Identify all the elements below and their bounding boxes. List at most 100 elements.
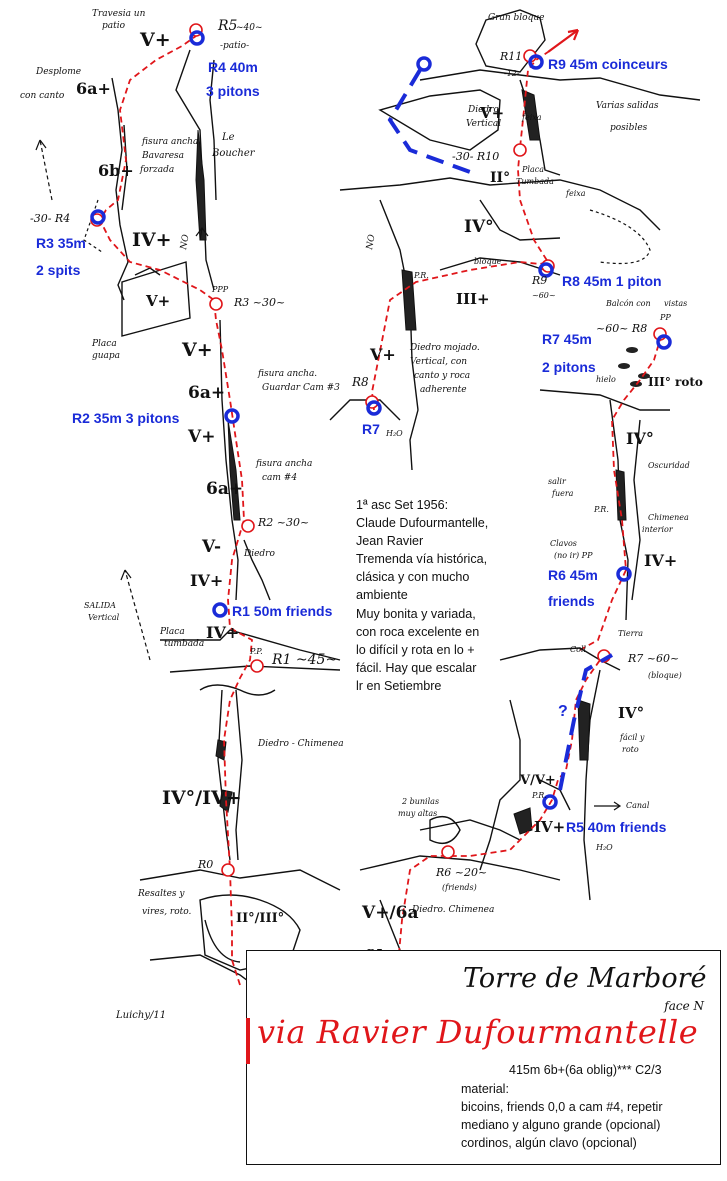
svg-text:6a+: 6a+ <box>206 479 243 499</box>
svg-text:Bavaresa: Bavaresa <box>141 151 184 161</box>
blue-belay-markers-left <box>90 30 240 618</box>
topo-subtitle: face N <box>664 999 704 1013</box>
route-line-mid-right <box>579 329 665 651</box>
svg-text:Travesia un: Travesia un <box>92 9 146 19</box>
grade-labels: V+ 6a+ 6b+ IV+ V+ V+ 6a+ V+ 6a+ V- IV+ I… <box>76 29 703 926</box>
svg-text:6a+: 6a+ <box>188 383 225 403</box>
svg-text:(friends): (friends) <box>442 883 477 892</box>
svg-text:Vertical: Vertical <box>88 613 120 622</box>
svg-text:vires, roto.: vires, roto. <box>142 907 192 917</box>
info-line: 1ª asc Set 1956: <box>356 498 449 512</box>
svg-text:V+: V+ <box>139 29 171 51</box>
svg-text:R4 40m: R4 40m <box>208 59 258 75</box>
svg-text:Oscuridad: Oscuridad <box>648 461 690 470</box>
svg-text:R9 45m coinceurs: R9 45m coinceurs <box>548 56 668 72</box>
blue-belay-labels: R4 40m 3 pitons R3 35m 2 spits R2 35m 3 … <box>36 56 668 993</box>
svg-text:Balcón con: Balcón con <box>605 299 651 308</box>
svg-text:R6 45m: R6 45m <box>548 567 598 583</box>
svg-text:Canal: Canal <box>626 801 650 810</box>
svg-text:Placa: Placa <box>91 339 117 349</box>
svg-text:NO: NO <box>179 233 192 251</box>
info-line: Tremenda vía histórica, <box>356 552 488 567</box>
material-line: material: <box>461 1082 509 1096</box>
svg-text:2 spits: 2 spits <box>36 262 81 278</box>
svg-text:posibles: posibles <box>610 123 648 133</box>
svg-text:P.R.: P.R. <box>413 271 429 280</box>
svg-text:R6 ~20~: R6 ~20~ <box>435 866 487 879</box>
route-grade-line: 415m 6b+(6a oblig)*** C2/3 <box>509 1063 662 1077</box>
svg-text:hielo: hielo <box>596 375 616 384</box>
title-box: Torre de Marboré face N via Ravier Dufou… <box>246 950 721 1165</box>
svg-text:Varias salidas: Varias salidas <box>596 101 659 111</box>
svg-text:Diedro: Diedro <box>467 105 499 115</box>
svg-text:P.P.: P.P. <box>249 647 263 656</box>
material-line: cordinos, algún clavo (opcional) <box>461 1136 637 1150</box>
top-right-rock <box>329 9 701 471</box>
svg-text:bloque: bloque <box>474 257 502 266</box>
svg-text:IV+: IV+ <box>644 551 677 570</box>
svg-text:feixa: feixa <box>521 113 542 122</box>
svg-text:Vertical: Vertical <box>466 119 501 129</box>
svg-text:R2 35m 3 pitons: R2 35m 3 pitons <box>72 410 180 426</box>
svg-text:NO: NO <box>365 233 378 251</box>
svg-text:?: ? <box>558 703 568 720</box>
svg-text:R1 ~45~: R1 ~45~ <box>271 652 337 668</box>
left-panel-rock <box>111 49 341 991</box>
svg-text:-30- R4: -30- R4 <box>30 212 70 225</box>
svg-text:~60~: ~60~ <box>532 291 556 300</box>
svg-text:Gran bloque: Gran bloque <box>488 13 544 23</box>
svg-text:patio: patio <box>102 21 126 31</box>
svg-text:Diedro: Diedro <box>243 549 275 559</box>
svg-text:IV°: IV° <box>618 704 644 722</box>
svg-text:P.R.: P.R. <box>593 505 609 514</box>
info-line: fácil. Hay que escalar <box>356 660 477 675</box>
svg-text:V-: V- <box>201 537 221 557</box>
svg-text:R5 40m friends: R5 40m friends <box>566 819 667 835</box>
svg-text:forzada: forzada <box>139 165 174 175</box>
svg-text:Coll: Coll <box>570 645 586 654</box>
svg-text:II°/III°: II°/III° <box>236 911 284 926</box>
info-line: clásica y con mucho <box>356 570 470 585</box>
svg-text:Resaltes y: Resaltes y <box>137 889 185 899</box>
svg-text:fisura ancha: fisura ancha <box>141 137 198 147</box>
svg-text:V+: V+ <box>479 104 504 122</box>
svg-text:IV+: IV+ <box>206 623 239 642</box>
svg-text:con canto: con canto <box>20 91 65 101</box>
svg-text:R0: R0 <box>197 858 213 871</box>
topo-title: Torre de Marboré <box>463 963 707 994</box>
svg-text:R8: R8 <box>351 375 369 389</box>
svg-text:Diedro. Chimenea: Diedro. Chimenea <box>411 905 494 915</box>
svg-text:Le: Le <box>221 132 235 143</box>
info-line: lo difícil y rota en lo + <box>356 642 475 657</box>
route-line-top-right <box>371 51 550 411</box>
hand-labels: Travesia un patio R5 ~40~ -patio- Desplo… <box>20 9 690 1021</box>
svg-text:guapa: guapa <box>92 351 120 361</box>
svg-text:IV°/IV+: IV°/IV+ <box>162 787 242 809</box>
svg-text:~40~: ~40~ <box>236 23 263 33</box>
route-info-text: 1ª asc Set 1956: Claude Dufourmantelle, … <box>356 496 516 695</box>
svg-text:Boucher: Boucher <box>211 148 256 159</box>
svg-text:V+: V+ <box>369 345 396 364</box>
svg-text:canto y roca: canto y roca <box>414 371 470 381</box>
info-line: lr en Setiembre <box>356 678 442 693</box>
material-line: bicoins, friends 0,0 a cam #4, repetir <box>461 1100 663 1114</box>
svg-text:vistas: vistas <box>664 299 687 308</box>
svg-text:Vertical, con: Vertical, con <box>410 357 467 367</box>
svg-text:V+: V+ <box>187 427 215 447</box>
svg-text:salir: salir <box>548 477 567 486</box>
svg-text:R1 50m friends: R1 50m friends <box>232 603 333 619</box>
svg-text:PP: PP <box>659 313 671 322</box>
svg-text:V+/6a: V+/6a <box>361 903 419 923</box>
material-list: material: bicoins, friends 0,0 a cam #4,… <box>461 1080 663 1152</box>
svg-text:interior: interior <box>642 525 674 534</box>
svg-text:R2 ~30~: R2 ~30~ <box>257 516 309 529</box>
svg-text:R7: R7 <box>362 421 380 437</box>
svg-text:Diedro - Chimenea: Diedro - Chimenea <box>257 739 344 749</box>
svg-text:V+: V+ <box>181 339 213 361</box>
svg-text:V/V+: V/V+ <box>519 773 556 788</box>
svg-text:~60~ R8: ~60~ R8 <box>596 322 647 335</box>
svg-text:IV°: IV° <box>626 429 654 448</box>
svg-text:(bloque): (bloque) <box>648 671 682 680</box>
svg-text:IV°: IV° <box>464 217 494 237</box>
svg-text:Desplome: Desplome <box>35 67 81 77</box>
